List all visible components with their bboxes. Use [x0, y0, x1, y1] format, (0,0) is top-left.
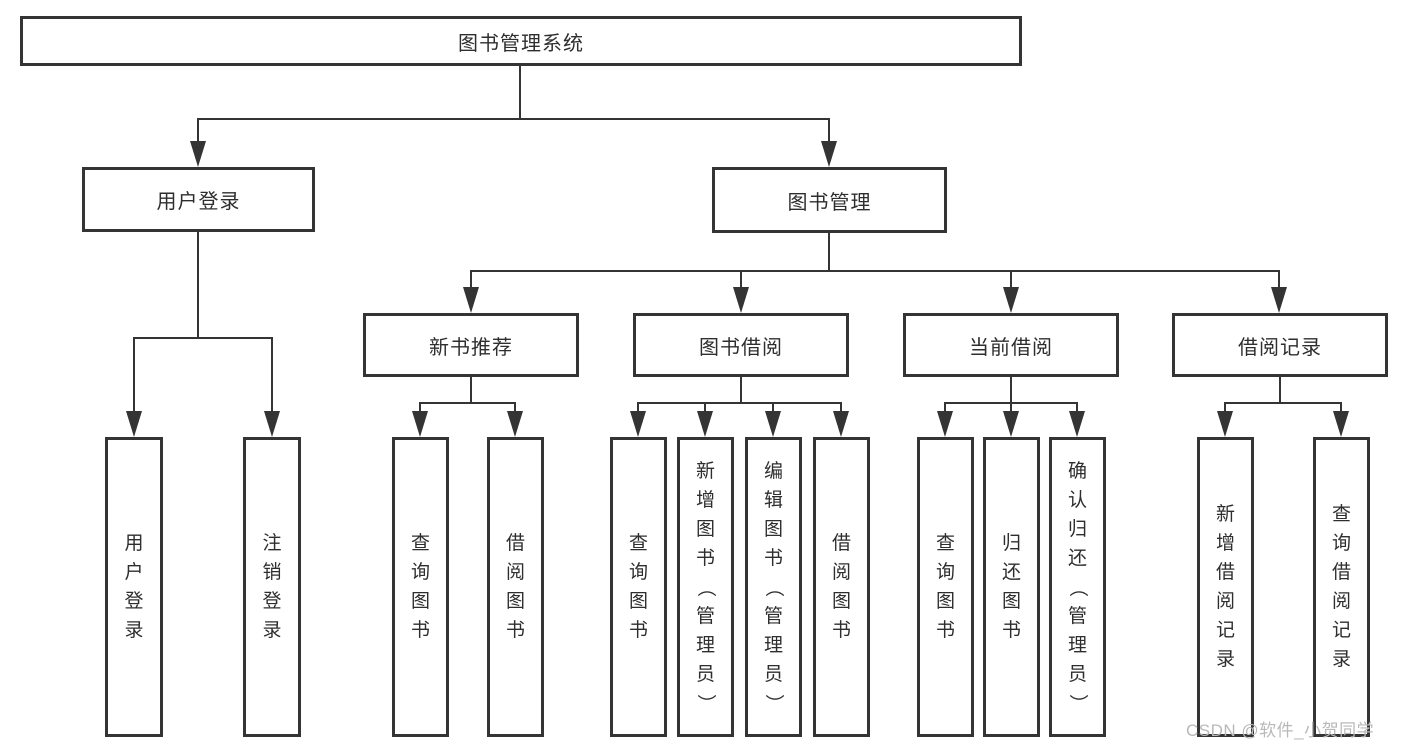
connector-borrowing-records-bar: [1225, 402, 1342, 404]
connector-user-login-stem: [197, 232, 199, 337]
node-add-books-admin: 新增图书（管理员）: [677, 437, 734, 737]
connector-drop: [704, 402, 706, 413]
connector-drop: [1224, 402, 1226, 413]
node-label: 借阅图书: [831, 533, 851, 641]
node-label: 查询图书: [410, 533, 430, 641]
node-query-books-borrowing: 查询图书: [610, 437, 667, 737]
connector-drop: [1340, 402, 1342, 413]
node-label: 借阅图书: [505, 533, 525, 641]
connector-drop: [1010, 402, 1012, 413]
arrow-down-icon: [1069, 411, 1085, 437]
node-label: 图书借阅: [699, 336, 783, 359]
connector-current-borrowing-stem: [1010, 377, 1012, 404]
arrow-down-icon: [1003, 411, 1019, 437]
arrow-down-icon: [1217, 411, 1233, 437]
node-label: 编辑图书（管理员）: [762, 460, 784, 713]
connector-drop: [944, 402, 946, 413]
arrow-down-icon: [1003, 287, 1019, 313]
arrow-down-icon: [833, 411, 849, 437]
node-label: 注销登录: [262, 533, 282, 641]
arrow-down-icon: [733, 287, 749, 313]
node-label: 借阅记录: [1238, 336, 1322, 359]
arrow-down-icon: [630, 411, 646, 437]
node-user-login: 用户登录: [82, 167, 315, 232]
node-confirm-return-admin: 确认归还（管理员）: [1049, 437, 1106, 737]
arrow-down-icon: [1271, 287, 1287, 313]
connector-drop-logout-leaf: [271, 337, 273, 412]
node-label: 查询借阅记录: [1331, 504, 1351, 670]
arrow-down-icon: [937, 411, 953, 437]
connector-drop: [419, 402, 421, 413]
connector-drop: [637, 402, 639, 413]
node-borrowing-records: 借阅记录: [1172, 313, 1388, 377]
node-label: 图书管理: [787, 191, 872, 214]
node-query-borrow-record: 查询借阅记录: [1313, 437, 1370, 737]
arrow-down-icon: [463, 287, 479, 313]
node-label: 用户登录: [124, 533, 144, 641]
node-label: 图书管理系统: [458, 32, 584, 55]
node-label: 新增借阅记录: [1215, 504, 1235, 670]
node-add-borrow-record: 新增借阅记录: [1197, 437, 1254, 737]
node-book-management: 图书管理: [712, 167, 947, 233]
connector-drop-current-borrow: [1010, 270, 1012, 288]
node-query-books-current: 查询图书: [917, 437, 974, 737]
connector-drop-book-borrow: [740, 270, 742, 288]
node-label: 当前借阅: [969, 336, 1053, 359]
arrow-down-icon: [697, 411, 713, 437]
node-query-books-recommend: 查询图书: [392, 437, 449, 737]
connector-level2-bar: [197, 118, 830, 120]
connector-drop-user-login: [197, 118, 199, 146]
node-book-borrowing: 图书借阅: [633, 313, 849, 377]
connector-new-book-stem: [470, 377, 472, 404]
connector-drop: [772, 402, 774, 413]
arrow-down-icon: [1333, 411, 1349, 437]
node-new-book-recommendation: 新书推荐: [363, 313, 579, 377]
node-label: 用户登录: [156, 191, 241, 213]
connector-root-stem: [519, 66, 521, 120]
connector-user-login-bar: [133, 337, 273, 339]
arrow-down-icon: [412, 411, 428, 437]
node-user-login-leaf: 用户登录: [105, 437, 163, 737]
arrow-down-icon: [126, 411, 142, 437]
node-borrow-books-recommend: 借阅图书: [487, 437, 544, 737]
node-current-borrowing: 当前借阅: [903, 313, 1119, 377]
connector-drop-book-management: [828, 118, 830, 146]
node-library-management-system: 图书管理系统: [20, 16, 1022, 66]
node-edit-books-admin: 编辑图书（管理员）: [745, 437, 802, 737]
watermark: CSDN @软件_小贺同学: [1186, 721, 1375, 740]
connector-new-book-bar: [420, 402, 516, 404]
connector-drop-new-book: [470, 270, 472, 288]
node-borrow-books-leaf: 借阅图书: [813, 437, 870, 737]
connector-drop: [840, 402, 842, 413]
connector-book-management-stem: [828, 233, 830, 272]
node-label: 查询图书: [935, 533, 955, 641]
connector-level3-bar: [470, 270, 1280, 272]
connector-borrowing-records-stem: [1279, 377, 1281, 404]
node-label: 查询图书: [628, 533, 648, 641]
node-logout-leaf: 注销登录: [243, 437, 301, 737]
arrow-down-icon: [190, 141, 206, 167]
arrow-down-icon: [264, 411, 280, 437]
node-label: 新增图书（管理员）: [694, 460, 716, 713]
node-label: 新书推荐: [429, 336, 513, 359]
node-return-books: 归还图书: [983, 437, 1040, 737]
connector-drop: [514, 402, 516, 413]
arrow-down-icon: [765, 411, 781, 437]
arrow-down-icon: [507, 411, 523, 437]
connector-drop-login-leaf: [133, 337, 135, 412]
node-label: 确认归还（管理员）: [1066, 460, 1088, 713]
connector-book-borrowing-stem: [740, 377, 742, 404]
node-label: 归还图书: [1001, 533, 1021, 641]
connector-book-borrowing-bar: [638, 402, 842, 404]
arrow-down-icon: [821, 141, 837, 167]
connector-drop: [1076, 402, 1078, 413]
connector-drop-borrow-records: [1278, 270, 1280, 288]
